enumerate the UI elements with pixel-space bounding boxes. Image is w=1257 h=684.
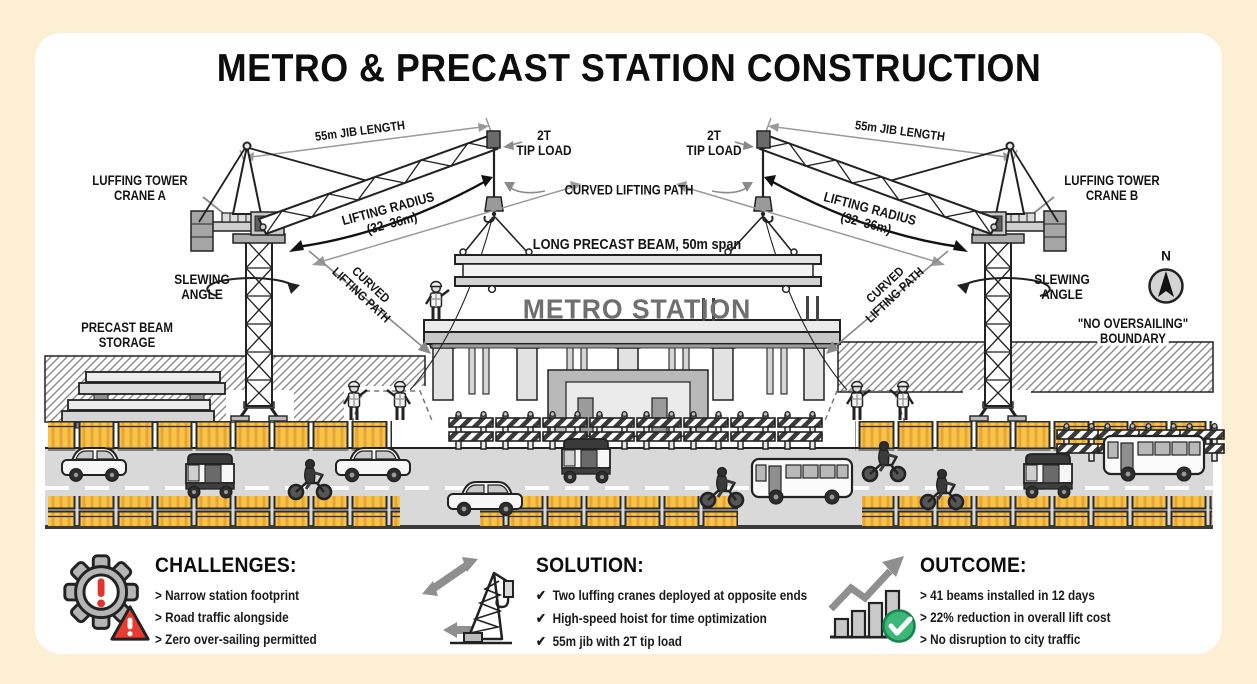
check-icon: ✔	[536, 610, 546, 626]
boundary-label: "NO OVERSAILING" BOUNDARY	[1075, 315, 1191, 346]
solution-section: SOLUTION: ✔Two luffing cranes deployed a…	[536, 554, 859, 650]
challenges-item: > Road traffic alongside	[155, 609, 289, 625]
outcome-item: > 22% reduction in overall lift cost	[920, 609, 1111, 625]
solution-item: ✔High-speed hoist for time optimization	[536, 610, 767, 626]
outcome-item: > No disruption to city traffic	[920, 631, 1081, 647]
traffic-barriers	[48, 421, 1212, 526]
solution-item: ✔Two luffing cranes deployed at opposite…	[536, 587, 808, 603]
outcome-item: > 41 beams installed in 12 days	[920, 587, 1095, 603]
challenges-gear-warning-icon	[63, 554, 150, 641]
curved-path-label-center: CURVED LIFTING PATH	[564, 182, 694, 198]
solution-item: ✔55m jib with 2T tip load	[536, 633, 682, 649]
outcome-section: OUTCOME: > 41 beams installed in 12 days…	[920, 554, 1147, 647]
precast-beam	[454, 248, 822, 294]
challenges-heading: CHALLENGES:	[155, 554, 297, 577]
metro-station	[423, 296, 841, 437]
outcome-heading: OUTCOME:	[920, 554, 1027, 577]
precast-beam-storage	[61, 371, 226, 429]
page-title: METRO & PRECAST STATION CONSTRUCTION	[216, 47, 1041, 90]
compass-icon	[1148, 268, 1184, 304]
station-label: METRO STATION	[522, 293, 752, 325]
challenges-item: > Zero over-sailing permitted	[155, 631, 317, 647]
challenges-item: > Narrow station footprint	[155, 587, 300, 603]
solution-crane-arrows-icon	[422, 557, 514, 645]
outcome-growth-chart-icon	[828, 556, 916, 643]
compass-north-label: N	[1161, 248, 1171, 264]
beam-label: LONG PRECAST BEAM, 50m span	[532, 236, 742, 253]
check-icon: ✔	[536, 587, 546, 603]
challenges-section: CHALLENGES: > Narrow station footprint >…	[155, 554, 348, 647]
solution-heading: SOLUTION:	[536, 554, 644, 577]
check-icon: ✔	[536, 633, 546, 649]
